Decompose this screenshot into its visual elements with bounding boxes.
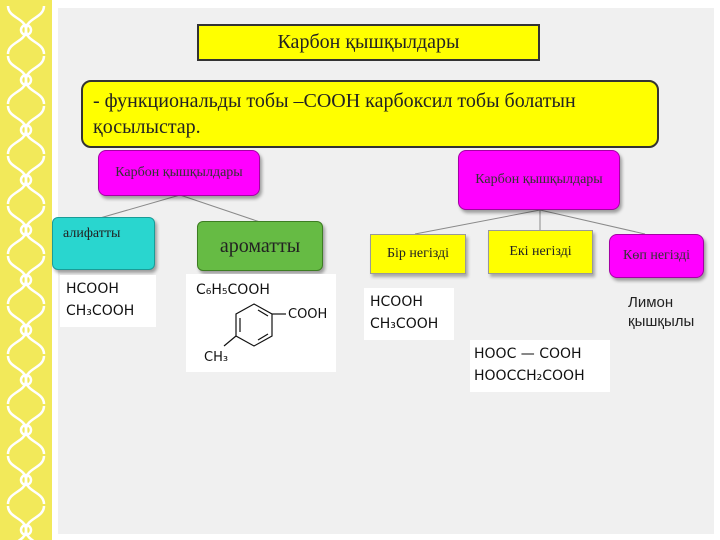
right-branch-box: Карбон қышқылдары xyxy=(458,150,620,210)
formula-acetic-acid: CH₃COOH xyxy=(66,303,135,319)
aromatic-box: ароматты xyxy=(197,221,323,271)
definition-box: - функциональды тобы –СООН карбоксил тоб… xyxy=(81,80,659,148)
ring-cooh-group: COOH xyxy=(288,307,328,322)
di-basic-box: Екі негізді xyxy=(488,230,593,274)
citric-acid-label: Лимон қышқылы xyxy=(628,294,695,330)
formula-formic-acid: HCOOH xyxy=(66,281,119,297)
poly-basic-box: Көп негізді xyxy=(609,234,704,278)
di-basic-formulas: HOOC — COOH HOOCCH₂COOH xyxy=(470,340,610,392)
mono-basic-formulas: HCOOH CH₃COOH xyxy=(364,288,454,340)
ring-ch3-group: CH₃ xyxy=(204,350,229,365)
formula-benzoic-acid: C₆H₅COOH xyxy=(196,282,270,298)
page-title: Карбон қышқылдары xyxy=(197,24,540,61)
connector-aliphatic xyxy=(99,194,181,219)
left-branch-box: Карбон қышқылдары xyxy=(98,150,260,196)
formula-oxalic-acid: HOOC — COOH xyxy=(474,346,582,362)
formula-mono-2: CH₃COOH xyxy=(370,316,439,332)
toluic-acid-ring-icon xyxy=(223,303,286,347)
connector-aromatic xyxy=(179,194,261,223)
aliphatic-box: алифатты xyxy=(52,217,155,270)
connector-mono xyxy=(414,209,541,235)
formula-malonic-acid: HOOCCH₂COOH xyxy=(474,368,585,384)
ornamental-border xyxy=(0,0,52,540)
connector-poly xyxy=(539,209,646,235)
aromatic-formulas: C₆H₅COOH COOH CH₃ xyxy=(186,274,336,372)
ornament-pattern-icon xyxy=(6,5,46,540)
formula-mono-1: HCOOH xyxy=(370,294,423,310)
aliphatic-formulas: HCOOH CH₃COOH xyxy=(60,275,156,327)
mono-basic-box: Бір негізді xyxy=(370,234,466,274)
